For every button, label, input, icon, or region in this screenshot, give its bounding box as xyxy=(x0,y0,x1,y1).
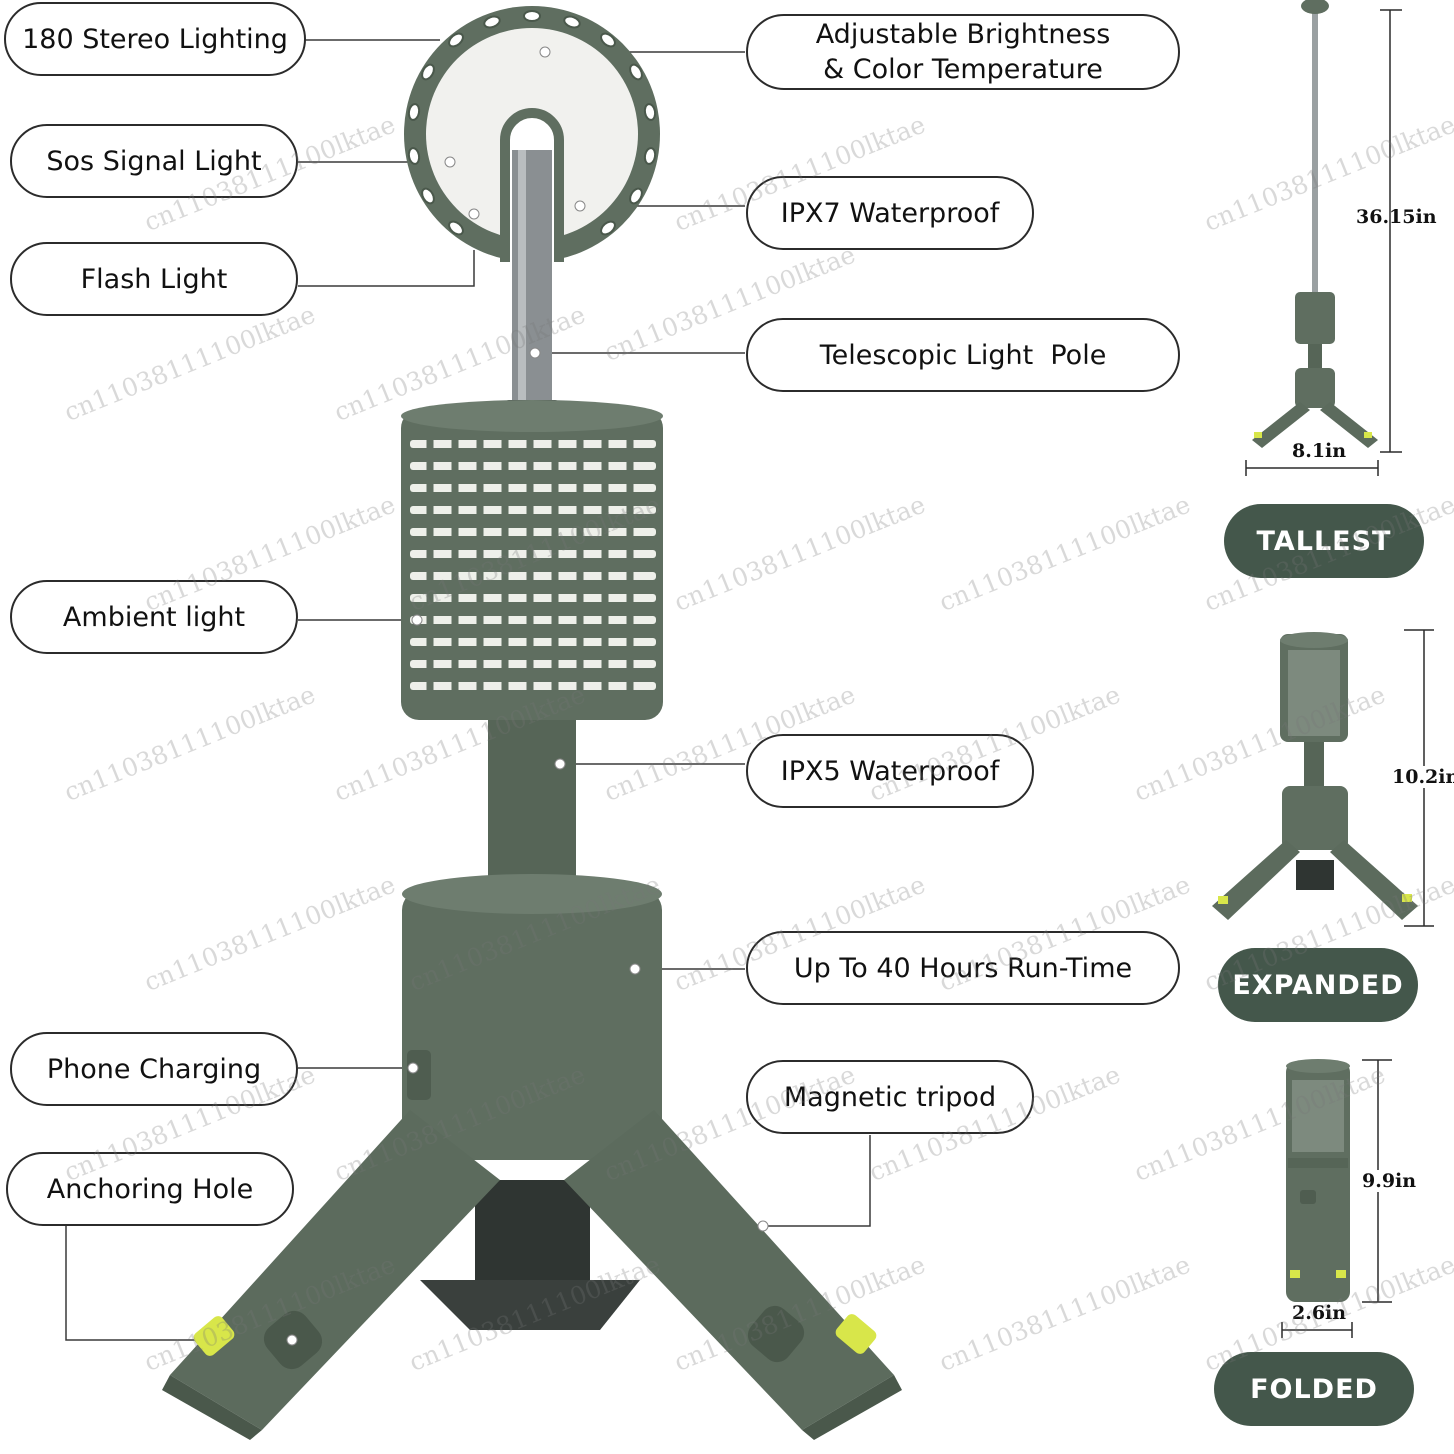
folded-figure xyxy=(1286,1059,1350,1302)
tallest-height-label: 36.15in xyxy=(1356,206,1437,228)
expanded-height-label: 10.2in xyxy=(1392,766,1454,788)
folded-badge: FOLDED xyxy=(1214,1352,1414,1426)
expanded-figure xyxy=(1212,632,1418,920)
callout-telescopic-pole: Telescopic Light Pole xyxy=(746,318,1180,392)
callout-phone-charging-text: Phone Charging xyxy=(46,1053,262,1085)
folded-height-label: 9.9in xyxy=(1362,1170,1417,1192)
callout-stereo-lighting-text: 180 Stereo Lighting xyxy=(22,23,288,55)
tallest-badge: TALLEST xyxy=(1224,504,1424,578)
callout-brightness-line1: Adjustable Brightness xyxy=(815,19,1111,50)
callout-ambient-light: Ambient light xyxy=(10,580,298,654)
callout-magnetic-tripod: Magnetic tripod xyxy=(746,1060,1034,1134)
callout-ipx7-text: IPX7 Waterproof xyxy=(780,197,1000,229)
cylinder-ribs xyxy=(426,436,634,694)
callout-ipx7: IPX7 Waterproof xyxy=(746,176,1034,250)
callout-sos-signal-text: Sos Signal Light xyxy=(46,145,262,177)
callout-anchoring-hole-text: Anchoring Hole xyxy=(46,1173,254,1205)
middle-stem xyxy=(488,720,576,900)
base-body xyxy=(402,874,662,1160)
callout-brightness-line2: & Color Temperature xyxy=(823,54,1103,85)
callout-magnetic-tripod-text: Magnetic tripod xyxy=(783,1081,997,1113)
callout-flash-light: Flash Light xyxy=(10,242,298,316)
tallest-width-label: 8.1in xyxy=(1292,440,1347,462)
tallest-badge-text: TALLEST xyxy=(1256,525,1392,557)
callout-ipx5: IPX5 Waterproof xyxy=(746,734,1034,808)
callout-brightness: Adjustable Brightness & Color Temperatur… xyxy=(746,14,1180,90)
callout-ipx5-text: IPX5 Waterproof xyxy=(780,755,1000,787)
callout-run-time: Up To 40 Hours Run-Time xyxy=(746,931,1180,1005)
callout-run-time-text: Up To 40 Hours Run-Time xyxy=(793,952,1133,984)
callout-dots xyxy=(286,46,769,1346)
expanded-badge-text: EXPANDED xyxy=(1232,969,1404,1001)
expanded-badge: EXPANDED xyxy=(1218,948,1418,1022)
head-perforations xyxy=(407,10,657,236)
tripod-legs xyxy=(162,1110,902,1440)
ambient-light-cylinder xyxy=(401,400,663,720)
callout-anchoring-hole: Anchoring Hole xyxy=(6,1152,294,1226)
folded-badge-text: FOLDED xyxy=(1250,1373,1378,1405)
callout-flash-light-text: Flash Light xyxy=(80,263,228,295)
callout-stereo-lighting: 180 Stereo Lighting xyxy=(4,2,306,76)
callout-ambient-light-text: Ambient light xyxy=(62,601,246,633)
callout-phone-charging: Phone Charging xyxy=(10,1032,298,1106)
callout-telescopic-pole-text: Telescopic Light Pole xyxy=(819,339,1107,371)
callout-sos-signal: Sos Signal Light xyxy=(10,124,298,198)
folded-width-label: 2.6in xyxy=(1292,1302,1347,1324)
tallest-figure xyxy=(1252,0,1378,448)
tallest-dimensions xyxy=(1245,9,1402,476)
